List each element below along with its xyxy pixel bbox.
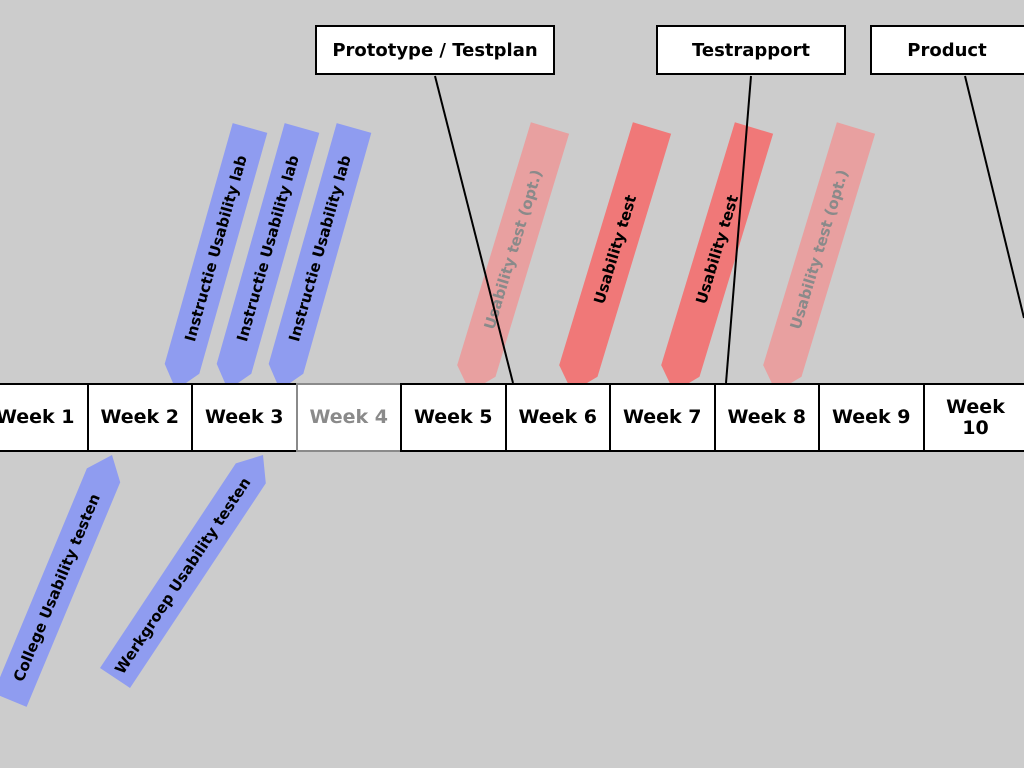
activity-label: College Usability testen [10, 491, 104, 684]
week-cell: Week 9 [818, 383, 925, 452]
week-cell: Week 2 [86, 383, 193, 452]
arrow-shape [763, 122, 876, 392]
arrow-shape [100, 455, 266, 688]
activity-arrow-test: Usability test [559, 122, 672, 392]
week-cell: Week 3 [191, 383, 298, 452]
arrow-shape [216, 123, 320, 390]
milestone-testrapport: Testrapport [656, 25, 846, 75]
arrow-shape [559, 122, 672, 392]
activity-arrow-test-optional: Usability test (opt.) [763, 122, 876, 392]
activity-arrow-test: Usability test [661, 122, 774, 392]
activity-label: Werkgroep Usability testen [111, 474, 254, 677]
week-cell: Week 1 [0, 383, 89, 452]
week-cell: Week 8 [713, 383, 820, 452]
arrow-shape [268, 123, 372, 390]
arrow-shape [164, 123, 268, 390]
milestone-product: Product [870, 25, 1024, 75]
activity-arrow-lecture: Werkgroep Usability testen [100, 455, 266, 688]
week-cell: Week 6 [504, 383, 611, 452]
week-cell: Week 7 [609, 383, 716, 452]
activity-arrow-test-optional: Usability test (opt.) [457, 122, 570, 392]
milestone-prototype: Prototype / Testplan [315, 25, 555, 75]
week-cell: Week 5 [400, 383, 507, 452]
arrow-shape [0, 455, 121, 707]
week-cell: Week 10 [922, 383, 1024, 452]
week-cell: Week 4 [295, 383, 402, 452]
